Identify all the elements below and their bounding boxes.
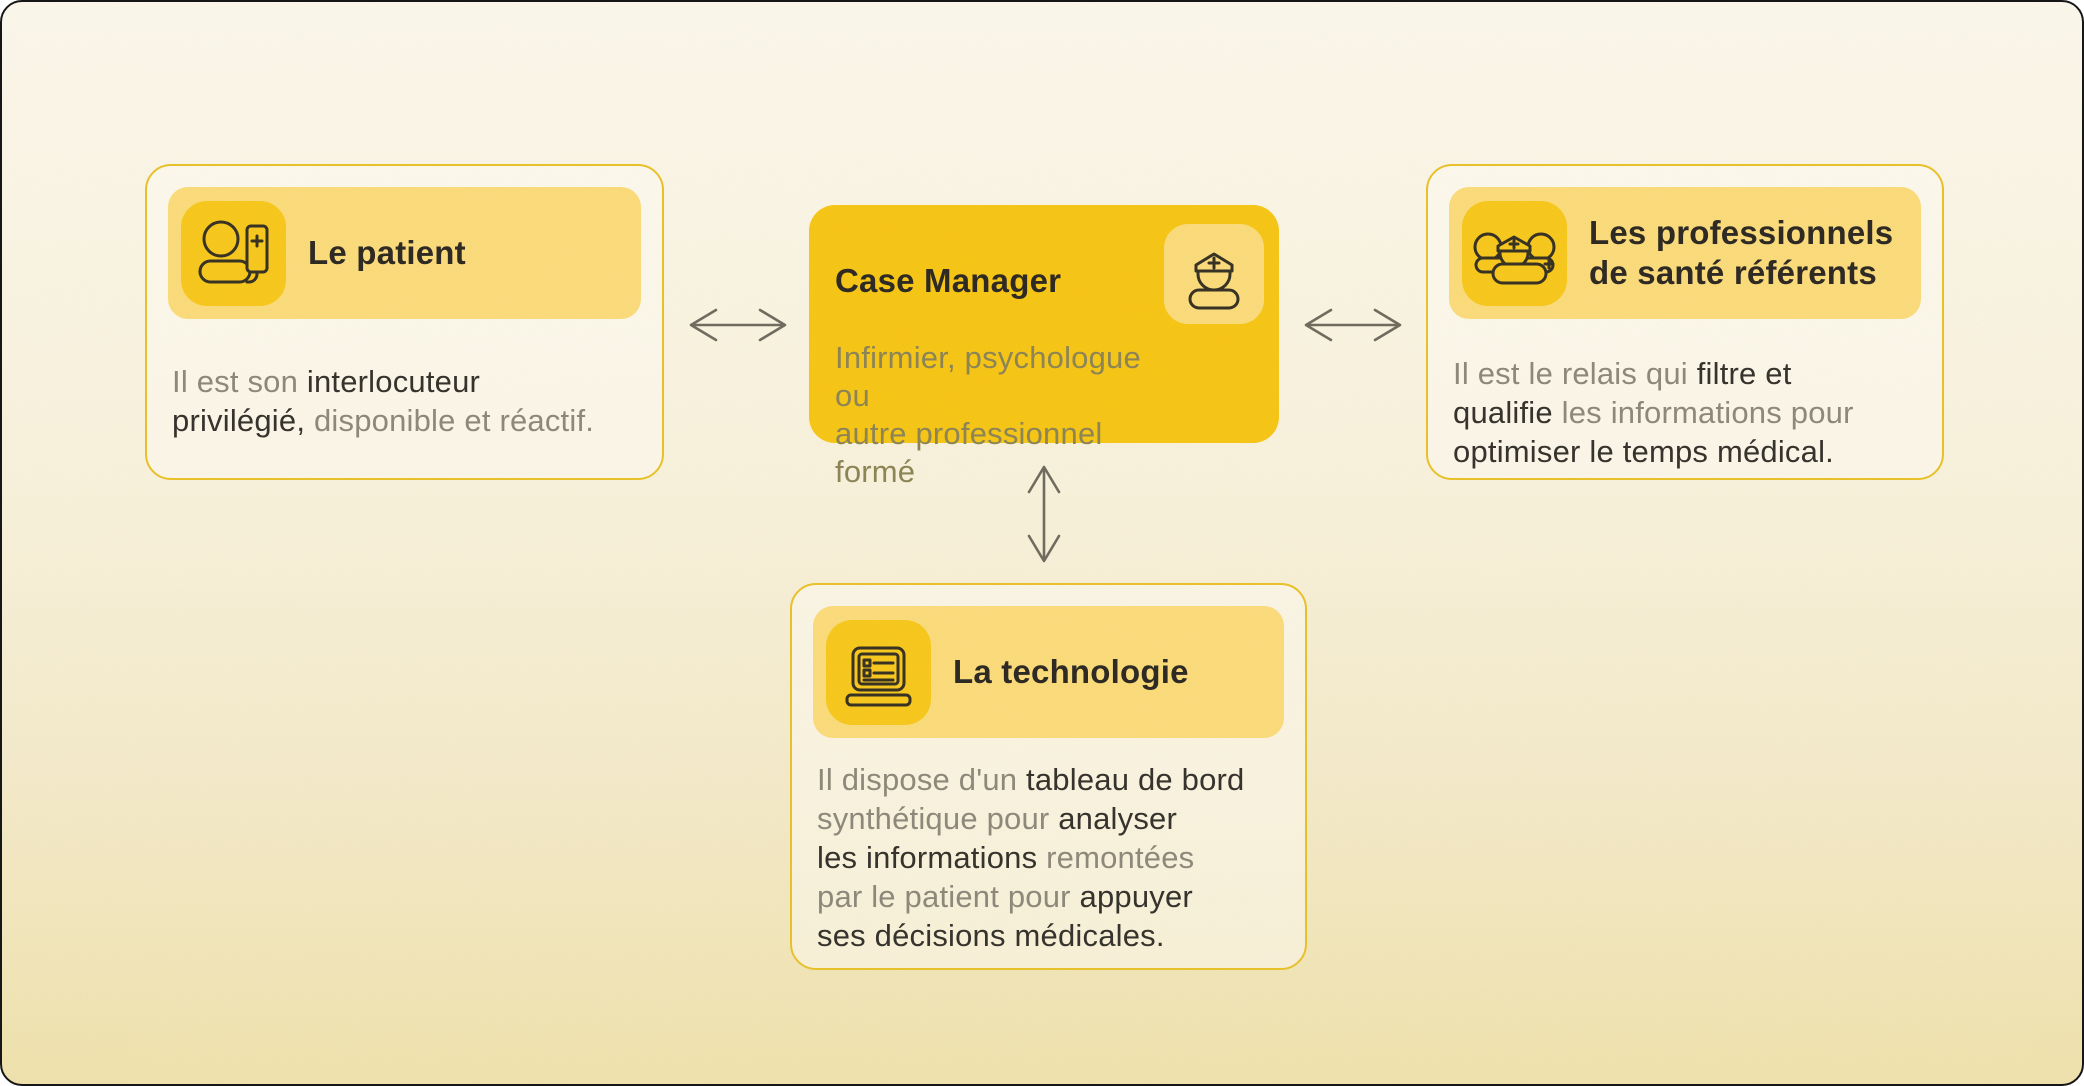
case-manager-subtitle: Infirmier, psychologue ou autre professi… — [835, 340, 1141, 489]
casemanager-professionals-arrow — [1304, 308, 1402, 342]
professionals-card-header: Les professionnels de santé référents — [1449, 187, 1921, 319]
technology-card: La technologie Il dispose d'un tableau d… — [790, 583, 1307, 970]
nurse-icon — [1164, 224, 1264, 324]
patient-icon — [181, 201, 286, 306]
professionals-card-title: Les professionnels de santé référents — [1589, 214, 1894, 291]
laptop-dashboard-icon — [826, 620, 931, 725]
technology-card-header: La technologie — [813, 606, 1284, 738]
case-manager-card: Case Manager Infirmier, psychologue ou a… — [809, 205, 1279, 489]
medical-team-icon — [1462, 201, 1567, 306]
medical-team-icon-tile — [1462, 200, 1567, 306]
professionals-card: Les professionnels de santé référents Il… — [1426, 164, 1944, 480]
patient-card-title: Le patient — [308, 234, 466, 271]
patient-card-header: Le patient — [168, 187, 641, 319]
patient-icon-tile — [181, 200, 286, 306]
case-manager-title: Case Manager — [835, 262, 1062, 299]
laptop-icon-tile — [826, 619, 931, 725]
patient-casemanager-arrow — [689, 308, 787, 342]
technology-card-title: La technologie — [953, 653, 1189, 690]
casemanager-technology-arrow — [1027, 465, 1061, 563]
nurse-icon-tile — [1164, 224, 1264, 324]
